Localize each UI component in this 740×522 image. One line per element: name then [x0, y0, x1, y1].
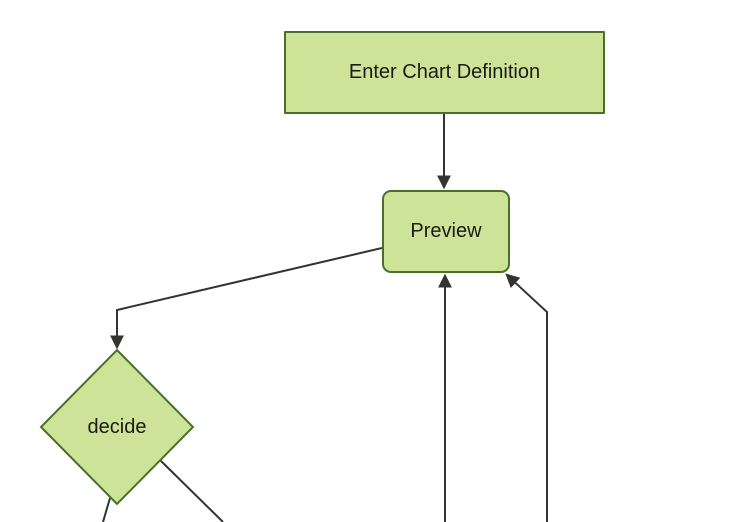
node-preview-label: Preview [410, 220, 482, 242]
edge-preview-to-decide [110, 247, 383, 350]
node-enter-chart-definition-label: Enter Chart Definition [348, 61, 541, 83]
node-preview: Preview [382, 190, 510, 273]
edge-decide-to-bottom-right [159, 459, 224, 522]
node-decide-shape [39, 348, 195, 506]
node-decide-label: decide [87, 415, 147, 438]
edge-bottom-right-to-preview [505, 273, 548, 522]
edge-decide-to-bottom-left [102, 497, 111, 522]
node-decide: decide [42, 412, 192, 442]
node-enter-chart-definition: Enter Chart Definition [284, 31, 605, 114]
